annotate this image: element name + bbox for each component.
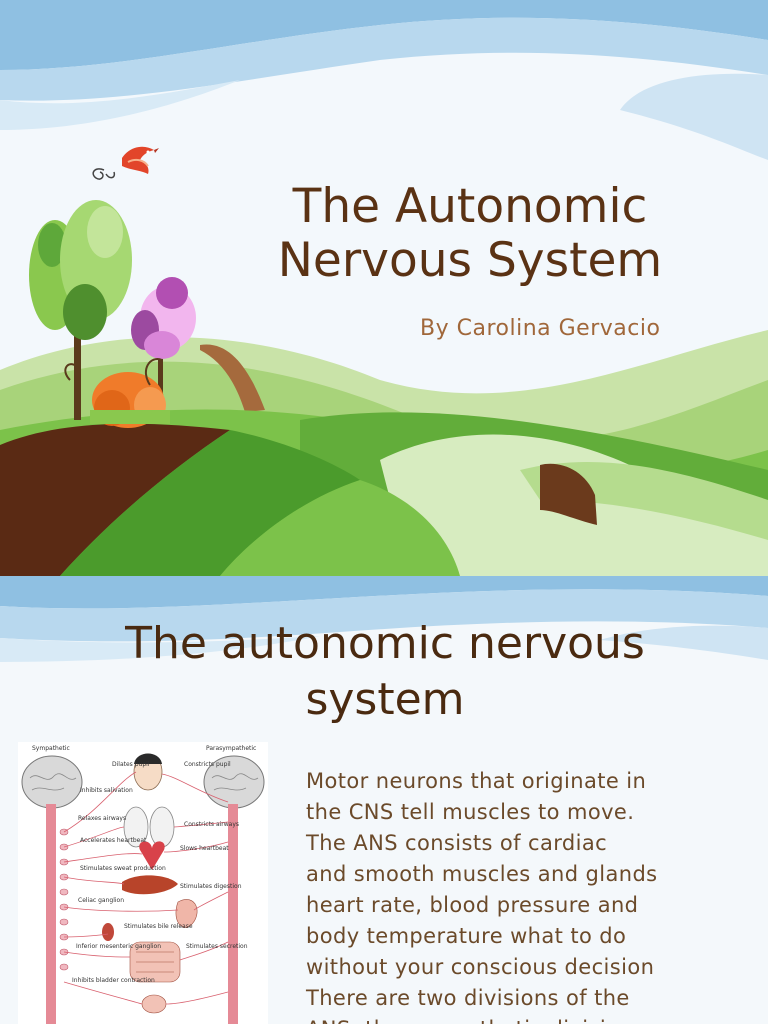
- svg-text:Slows heartbeat: Slows heartbeat: [180, 845, 229, 852]
- body-line-4: and smooth muscles and glands: [306, 862, 658, 886]
- svg-text:Relaxes airways: Relaxes airways: [78, 815, 126, 822]
- slide-title: The autonomic nervous system: [60, 616, 710, 728]
- svg-text:Stimulates secretion: Stimulates secretion: [186, 943, 248, 950]
- ans-diagram: Sympathetic Parasympathetic: [18, 742, 268, 1024]
- parasympathetic-spinal-cord: [228, 804, 238, 1024]
- svg-text:Constricts pupil: Constricts pupil: [184, 761, 231, 768]
- bladder-icon: [141, 994, 167, 1014]
- slide-body-text: Motor neurons that originate in the CNS …: [306, 766, 736, 1024]
- svg-text:Stimulates bile release: Stimulates bile release: [124, 923, 193, 930]
- kidney-icon: [102, 923, 114, 941]
- title-line-1: The Autonomic: [292, 179, 648, 234]
- body-line-5: heart rate, blood pressure and: [306, 893, 639, 917]
- body-line-3: The ANS consists of cardiac: [306, 831, 608, 855]
- content-slide: The autonomic nervous system Sympathetic…: [0, 576, 768, 1024]
- body-line-8: There are two divisions of the: [306, 986, 630, 1010]
- left-brain-icon: [21, 755, 83, 809]
- diagram-left-label: Sympathetic: [32, 745, 70, 752]
- title-slide: The Autonomic Nervous System By Carolina…: [0, 0, 768, 576]
- stomach-icon: [175, 899, 198, 928]
- presentation-title: The Autonomic Nervous System: [230, 180, 710, 288]
- body-line-1: Motor neurons that originate in: [306, 769, 647, 793]
- slide-title-line-2: system: [305, 674, 465, 725]
- body-line-9: ANS: the sympathetic division: [306, 1014, 736, 1024]
- heart-icon: [139, 841, 165, 870]
- liver-icon: [122, 875, 178, 895]
- slide-title-line-1: The autonomic nervous: [125, 618, 645, 669]
- sympathetic-spinal-cord: [46, 804, 56, 1024]
- landscape-background: [0, 0, 768, 576]
- svg-text:Dilates pupil: Dilates pupil: [112, 761, 150, 768]
- svg-text:Celiac ganglion: Celiac ganglion: [78, 897, 124, 904]
- author-byline: By Carolina Gervacio: [420, 316, 661, 341]
- svg-text:Inferior mesenteric ganglion: Inferior mesenteric ganglion: [76, 943, 161, 950]
- body-line-2: the CNS tell muscles to move.: [306, 800, 635, 824]
- diagram-right-label: Parasympathetic: [206, 745, 256, 752]
- svg-text:Constricts airways: Constricts airways: [184, 821, 239, 828]
- bird-icon: [92, 146, 159, 180]
- title-line-2: Nervous System: [277, 233, 663, 288]
- svg-text:Stimulates sweat production: Stimulates sweat production: [80, 865, 166, 872]
- svg-text:Stimulates digestion: Stimulates digestion: [180, 883, 242, 890]
- body-line-6: body temperature what to do: [306, 924, 627, 948]
- svg-text:Inhibits bladder contraction: Inhibits bladder contraction: [72, 977, 155, 984]
- body-line-7: without your conscious decision: [306, 955, 655, 979]
- svg-text:Accelerates heartbeat: Accelerates heartbeat: [80, 837, 147, 844]
- svg-text:Inhibits salivation: Inhibits salivation: [80, 787, 133, 794]
